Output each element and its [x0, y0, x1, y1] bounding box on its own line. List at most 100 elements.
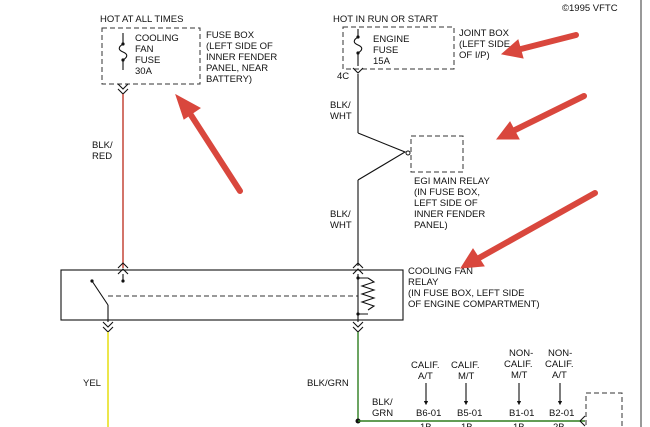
blk-grn-bottom-label-1: BLK/	[372, 397, 393, 408]
cooling-fuse-rating: 30A	[135, 66, 153, 77]
branch-calif-at: CALIF. A/T B6-01 1B	[411, 360, 441, 427]
blk-wht-lower-label-2: WHT	[330, 220, 352, 231]
blk-grn-wire: BLK/GRN BLK/ GRN	[307, 332, 585, 424]
relay-contact	[121, 279, 125, 283]
branch-label: A/T	[552, 370, 567, 381]
connector-chevron	[352, 321, 364, 333]
engine-fuse-name-2: FUSE	[373, 45, 398, 56]
blk-wht-lower-label-1: BLK/	[330, 209, 351, 220]
branch-label: A/T	[418, 371, 433, 382]
cooling-fan-fuse-block: HOT AT ALL TIMES COOLING FAN FUSE 30A FU…	[100, 14, 277, 95]
egi-relay-label-2: (IN FUSE BOX,	[414, 187, 480, 198]
cooling-fan-relay: COOLING FAN RELAY (IN FUSE BOX, LEFT SID…	[60, 262, 540, 333]
arrow-annotation-icon	[495, 93, 587, 140]
branch-pin: 2B	[553, 422, 565, 427]
cooling-fuse-location-2: (LEFT SIDE OF	[206, 41, 273, 52]
cooling-relay-label-2: RELAY	[408, 277, 439, 288]
branch-label: NON-	[548, 348, 572, 359]
cooling-fuse-location-3: INNER FENDER	[206, 52, 277, 63]
branch-connector: B2-01	[549, 408, 574, 419]
copyright-text: ©1995 VFTC	[562, 3, 618, 14]
relay-pivot	[405, 150, 411, 156]
engine-fuse-block: HOT IN RUN OR START ENGINE FUSE 15A JOIN…	[333, 14, 510, 82]
cooling-fuse-name-2: FAN	[135, 44, 154, 55]
blk-grn-bottom-label-2: GRN	[372, 408, 393, 419]
annotation-arrows	[175, 32, 598, 269]
cooling-relay-label-4: OF ENGINE COMPARTMENT)	[408, 299, 540, 310]
blk-wht-upper-label-1: BLK/	[330, 100, 351, 111]
egi-relay-label-4: INNER FENDER	[414, 209, 485, 220]
connector-chevron	[117, 262, 129, 275]
blk-wht-upper-label-2: WHT	[330, 111, 352, 122]
joint-box-outline	[342, 26, 455, 70]
blk-wht-upper-wire: BLK/ WHT	[330, 74, 359, 133]
engine-fuse-name-1: ENGINE	[373, 34, 409, 45]
relay-switch-arm	[91, 280, 109, 306]
fuse-box-outline	[101, 27, 201, 85]
branch-pin: 1B	[420, 422, 432, 427]
yel-label: YEL	[83, 378, 101, 389]
egi-main-relay: EGI MAIN RELAY (IN FUSE BOX, LEFT SIDE O…	[357, 132, 491, 231]
fuse-terminal	[121, 42, 125, 46]
connector-chevron	[579, 415, 586, 427]
arrow-annotation-icon	[460, 190, 598, 269]
fuse-terminal	[121, 58, 125, 62]
egi-relay-label-5: PANEL)	[414, 220, 448, 231]
cooling-fuse-symbol	[118, 43, 128, 61]
egi-relay-outline	[410, 135, 464, 173]
engine-fuse-location-3: OF I/P)	[459, 50, 490, 61]
branch-connector: B1-01	[509, 408, 534, 419]
relay-pivot	[90, 279, 94, 283]
yel-wire: YEL	[83, 332, 109, 427]
cooling-fuse-location-1: FUSE BOX	[206, 30, 255, 41]
branch-calif-mt: CALIF. M/T B5-01 1B	[451, 360, 482, 427]
branch-connector: B6-01	[416, 408, 441, 419]
connector-4c-label: 4C	[337, 71, 349, 82]
engine-fuse-rating: 15A	[373, 56, 391, 67]
branch-label: NON-	[509, 348, 533, 359]
branch-label: CALIF.	[504, 359, 533, 370]
branch-non-calif-at: NON- CALIF. A/T B2-01 2B	[545, 348, 574, 427]
relay-box-outline	[60, 269, 404, 321]
egi-relay-label-3: LEFT SIDE OF	[414, 198, 478, 209]
arrow-annotation-icon	[175, 93, 243, 194]
fuse-terminal	[356, 51, 360, 55]
branch-pin: 1B	[461, 422, 473, 427]
engine-fuse-location-2: (LEFT SIDE	[459, 39, 510, 50]
relay-switch-contacts	[357, 132, 407, 181]
cooling-fuse-name-1: COOLING	[135, 33, 179, 44]
cooling-fuse-name-3: FUSE	[135, 55, 160, 66]
cooling-relay-label-1: COOLING FAN	[408, 266, 473, 277]
egi-relay-label-1: EGI MAIN RELAY	[414, 176, 491, 187]
ground-branches: CALIF. A/T B6-01 1B CALIF. M/T B5-01 1B …	[411, 348, 623, 427]
blk-wht-lower-wire: BLK/ WHT	[330, 180, 359, 266]
cooling-fuse-location-5: BATTERY)	[206, 74, 252, 85]
cooling-fuse-location-4: PANEL, NEAR	[206, 63, 268, 74]
branch-non-calif-mt: NON- CALIF. M/T B1-01 1B	[504, 348, 534, 427]
connector-chevron	[102, 321, 114, 333]
engine-fuse-location-1: JOINT BOX	[459, 28, 510, 39]
blk-red-label-1: BLK/	[92, 140, 113, 151]
connector-chevron	[352, 67, 364, 74]
engine-fuse-symbol	[353, 36, 363, 54]
branch-label: CALIF.	[451, 360, 480, 371]
connector-chevron	[117, 83, 129, 95]
relay-coil-lead	[358, 277, 368, 315]
blk-grn-label: BLK/GRN	[307, 378, 349, 389]
branch-label: CALIF.	[411, 360, 440, 371]
engine-fuse-header: HOT IN RUN OR START	[333, 14, 438, 25]
partial-component-outline	[585, 392, 623, 427]
cooling-fuse-header: HOT AT ALL TIMES	[100, 14, 183, 25]
fuse-terminal	[356, 35, 360, 39]
arrow-annotation-icon	[500, 32, 579, 59]
cooling-relay-label-3: (IN FUSE BOX, LEFT SIDE	[408, 288, 525, 299]
branch-label: CALIF.	[545, 359, 574, 370]
blk-red-label-2: RED	[92, 151, 112, 162]
branch-label: M/T	[511, 370, 528, 381]
relay-coil-icon	[360, 277, 376, 311]
branch-pin: 1B	[513, 422, 525, 427]
blk-red-wire: BLK/ RED	[92, 94, 124, 268]
branch-label: M/T	[458, 371, 475, 382]
branch-connector: B5-01	[457, 408, 482, 419]
